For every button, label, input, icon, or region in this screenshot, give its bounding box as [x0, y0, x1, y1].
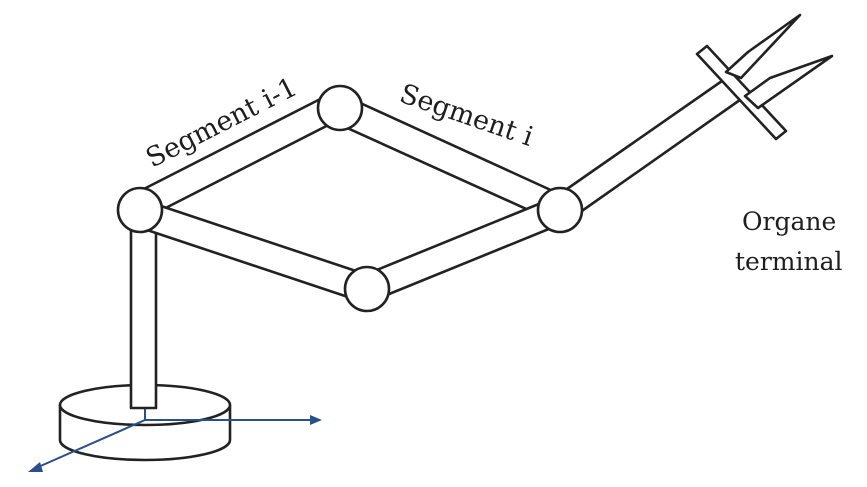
shoulder-joint: [116, 186, 164, 234]
forearm-link: [552, 72, 749, 222]
wrist-joint: [536, 186, 584, 234]
lower-link-1: [136, 199, 373, 304]
lower-elbow-joint: [343, 265, 391, 313]
top-elbow-joint: [316, 84, 364, 132]
joints: [116, 84, 584, 313]
lower-link-2: [360, 195, 568, 303]
label-end-effector-line2: terminal: [735, 247, 843, 276]
vertical-column: [129, 206, 158, 410]
label-end-effector-line1: Organe: [742, 207, 836, 236]
end-effector: [695, 13, 834, 141]
